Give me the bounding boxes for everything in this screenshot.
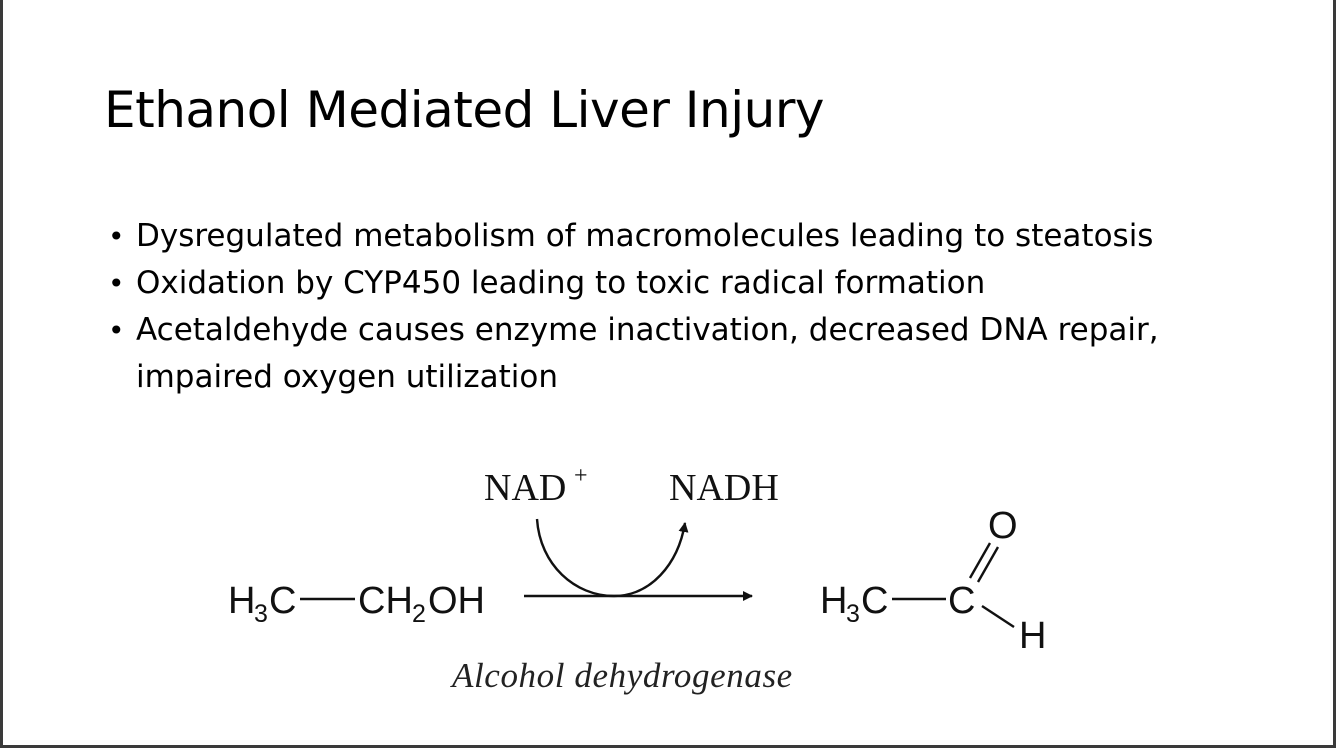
bullet-item: • Dysregulated metabolism of macromolecu… [108, 213, 1248, 260]
bullet-item: • Acetaldehyde causes enzyme inactivatio… [108, 307, 1248, 401]
bullet-text: Oxidation by CYP450 leading to toxic rad… [136, 265, 986, 301]
bullet-text: Dysregulated metabolism of macromolecule… [136, 218, 1154, 254]
bullet-item: • Oxidation by CYP450 leading to toxic r… [108, 260, 1248, 307]
bullet-list: • Dysregulated metabolism of macromolecu… [108, 213, 1248, 401]
slide-title: Ethanol Mediated Liver Injury [104, 81, 824, 139]
bullet-dot-icon: • [108, 267, 125, 300]
bullet-dot-icon: • [108, 220, 125, 253]
bullet-dot-icon: • [108, 314, 125, 347]
bullet-text-continued: impaired oxygen utilization [136, 359, 559, 395]
bullet-text: Acetaldehyde causes enzyme inactivation,… [136, 312, 1159, 348]
